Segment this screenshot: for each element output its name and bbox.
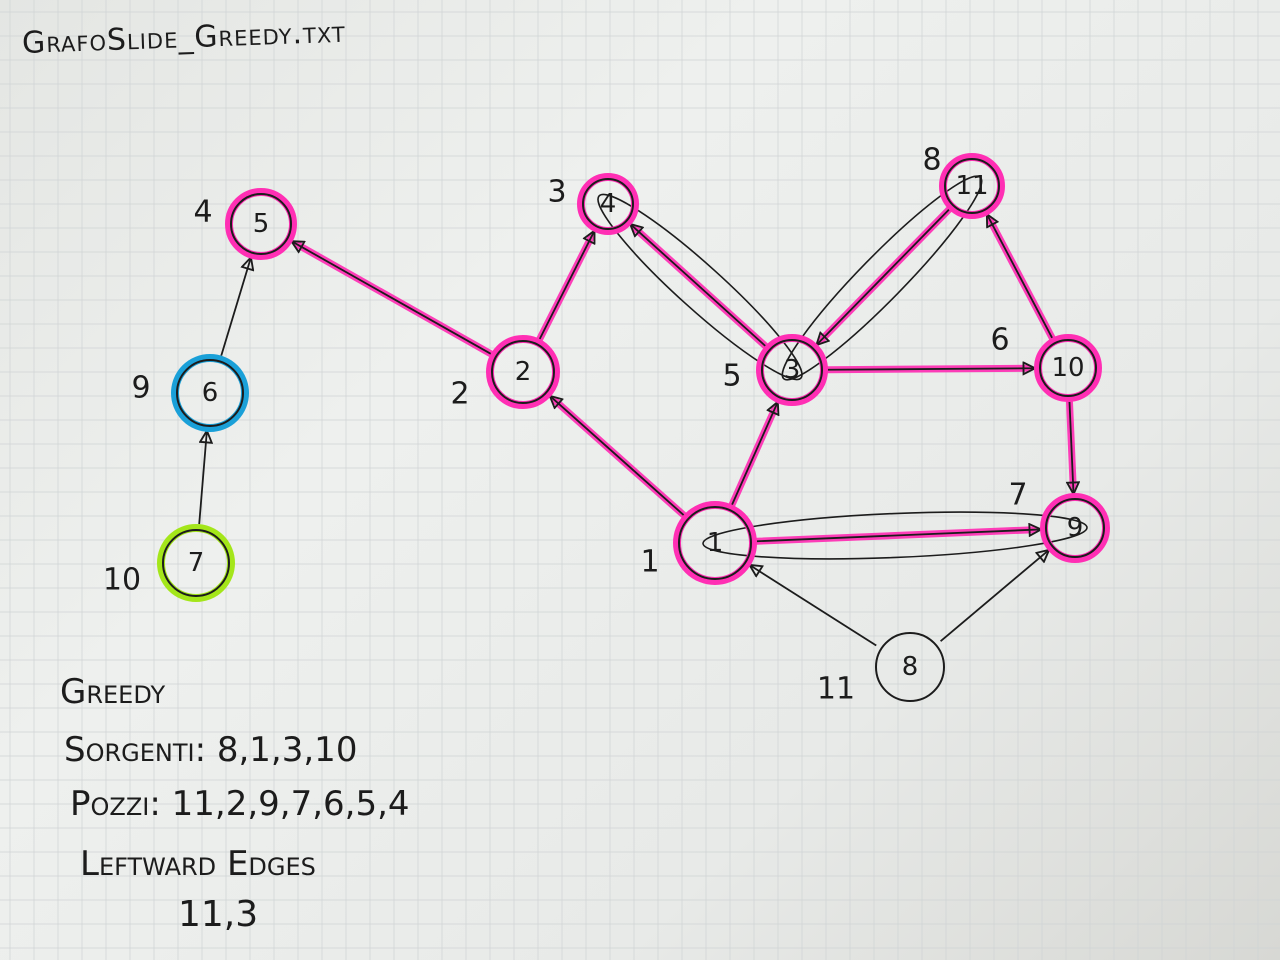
edge-arrow bbox=[631, 225, 766, 347]
greedy-heading: Greedy bbox=[60, 672, 166, 712]
node-circle bbox=[678, 506, 752, 580]
node-highlight-ring bbox=[225, 188, 297, 260]
edge-8-to-9 bbox=[940, 551, 1049, 642]
edge-10-to-11 bbox=[987, 215, 1056, 342]
node-label: 3 bbox=[784, 355, 801, 385]
edge-6-to-5 bbox=[220, 258, 250, 356]
node-order-label: 1 bbox=[640, 545, 659, 580]
node-highlight-ring bbox=[1040, 493, 1110, 563]
node-circle bbox=[176, 359, 244, 427]
node-1: 11 bbox=[640, 501, 757, 585]
encircled-edges bbox=[597, 175, 1088, 560]
edge-1-to-3 bbox=[728, 403, 777, 509]
encircled-edge-11-3 bbox=[781, 175, 983, 381]
edge-10-to-9 bbox=[1069, 398, 1073, 493]
node-highlight-ring bbox=[673, 501, 757, 585]
edge-3-to-10 bbox=[824, 368, 1034, 369]
node-label: 1 bbox=[707, 528, 724, 558]
node-4: 43 bbox=[547, 173, 639, 235]
node-5: 54 bbox=[193, 188, 297, 260]
node-highlight-ring bbox=[171, 354, 249, 432]
node-order-label: 8 bbox=[922, 143, 941, 178]
encircled-edge-1-9 bbox=[702, 511, 1088, 560]
node-order-label: 9 bbox=[131, 371, 150, 406]
edge-arrow bbox=[551, 397, 685, 516]
node-order-label: 3 bbox=[547, 175, 566, 210]
edge-arrow bbox=[220, 258, 250, 356]
node-2: 22 bbox=[450, 335, 560, 412]
node-label: 11 bbox=[955, 171, 988, 201]
node-3: 35 bbox=[722, 334, 828, 406]
node-6: 69 bbox=[131, 354, 249, 432]
edge-1-to-2 bbox=[551, 397, 688, 519]
node-highlight-ring bbox=[486, 335, 560, 409]
edge-3-to-4 bbox=[631, 225, 769, 350]
edge-arrow bbox=[987, 215, 1053, 339]
node-label: 5 bbox=[253, 209, 270, 239]
encircled-edge-3-4 bbox=[597, 193, 803, 381]
node-circle bbox=[761, 339, 823, 401]
edge-arrow bbox=[198, 432, 207, 525]
node-order-label: 11 bbox=[817, 672, 855, 707]
node-circle bbox=[1045, 498, 1105, 558]
edge-arrow bbox=[940, 551, 1049, 642]
node-order-label: 5 bbox=[722, 359, 741, 394]
leftward-edges-heading: Leftward Edges bbox=[80, 844, 316, 884]
edge-arrow bbox=[827, 368, 1034, 369]
node-label: 10 bbox=[1051, 353, 1084, 383]
node-9: 97 bbox=[1008, 478, 1110, 563]
node-circle bbox=[491, 340, 555, 404]
node-circle bbox=[1039, 339, 1097, 397]
sinks-list: Pozzi: 11,2,9,7,6,5,4 bbox=[70, 784, 410, 824]
node-label: 7 bbox=[188, 548, 205, 578]
edge-arrow bbox=[756, 529, 1040, 543]
node-order-label: 6 bbox=[990, 323, 1009, 358]
node-label: 4 bbox=[600, 189, 617, 219]
node-circle bbox=[582, 178, 634, 230]
edge-2-to-5 bbox=[292, 242, 495, 358]
edge-2-to-4 bbox=[536, 232, 594, 343]
edge-arrow bbox=[731, 403, 777, 505]
edge-8-to-1 bbox=[750, 566, 877, 647]
node-highlight-ring bbox=[157, 524, 235, 602]
node-circle bbox=[944, 158, 1000, 214]
sources-list: Sorgenti: 8,1,3,10 bbox=[64, 730, 358, 770]
node-order-label: 4 bbox=[193, 195, 212, 230]
edge-arrow bbox=[817, 208, 950, 345]
edge-1-to-9 bbox=[753, 529, 1040, 545]
node-label: 8 bbox=[902, 652, 919, 682]
node-label: 6 bbox=[202, 378, 219, 408]
node-11: 11 8 bbox=[922, 143, 1005, 219]
node-highlight-ring bbox=[756, 334, 828, 406]
leftward-edges-values: 11,3 bbox=[178, 894, 259, 935]
edge-7-to-6 bbox=[198, 432, 207, 525]
edge-arrow bbox=[750, 566, 877, 647]
node-7: 7 10 bbox=[103, 524, 235, 602]
node-highlight-ring bbox=[577, 173, 639, 235]
edge-arrow bbox=[292, 242, 492, 355]
node-order-label: 2 bbox=[450, 377, 469, 412]
graph-edges bbox=[198, 206, 1073, 647]
node-highlight-ring bbox=[939, 153, 1005, 219]
node-circle bbox=[230, 193, 292, 255]
node-order-label: 10 bbox=[103, 563, 141, 598]
node-label: 2 bbox=[515, 357, 532, 387]
node-circle bbox=[875, 632, 945, 702]
edge-arrow bbox=[1069, 401, 1073, 493]
node-8: 8 11 bbox=[817, 632, 945, 707]
node-circle bbox=[162, 529, 230, 597]
node-order-label: 7 bbox=[1008, 478, 1027, 513]
node-10: 10 6 bbox=[990, 323, 1102, 402]
edge-11-to-3 bbox=[817, 206, 953, 345]
node-label: 9 bbox=[1067, 513, 1084, 543]
node-highlight-ring bbox=[1034, 334, 1102, 402]
edge-arrow bbox=[538, 232, 594, 340]
